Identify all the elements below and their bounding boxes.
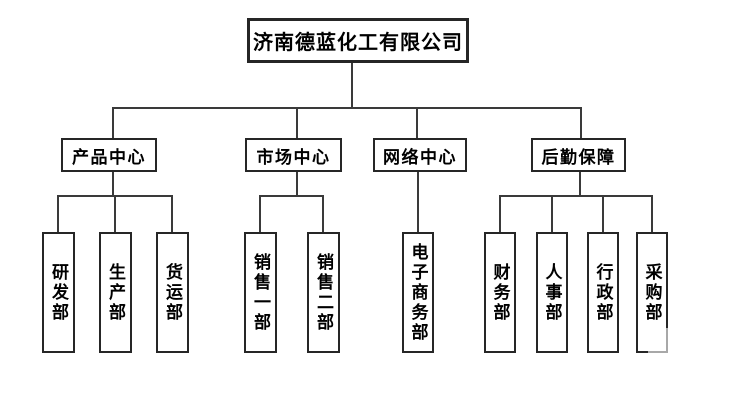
dept-box-hr: 人事部 xyxy=(536,232,568,353)
connector-line xyxy=(112,107,582,109)
dept-box-ecommerce: 电子商务部 xyxy=(402,232,434,353)
dept-box-production: 生产部 xyxy=(99,232,132,353)
center-box-logistics: 后勤保障 xyxy=(531,138,626,172)
connector-line xyxy=(112,107,114,138)
connector-line xyxy=(114,195,116,232)
connector-line xyxy=(171,195,173,232)
center-label: 市场中心 xyxy=(256,147,331,167)
dept-label: 采购部 xyxy=(642,262,662,323)
dept-label: 研发部 xyxy=(49,262,68,323)
dept-label: 人事部 xyxy=(542,262,562,323)
center-label: 网络中心 xyxy=(383,147,457,167)
center-label: 后勤保障 xyxy=(541,147,616,167)
center-box-network: 网络中心 xyxy=(373,138,467,172)
connector-line xyxy=(651,195,653,232)
dept-box-rd: 研发部 xyxy=(42,232,75,353)
connector-line xyxy=(551,195,553,232)
root-company-box: 济南德蓝化工有限公司 xyxy=(247,18,469,63)
dept-label: 货运部 xyxy=(163,262,182,323)
dept-label: 电子商务部 xyxy=(408,242,428,343)
connector-line xyxy=(499,195,501,232)
connector-line xyxy=(57,195,59,232)
dept-label: 生产部 xyxy=(106,262,125,323)
connector-line xyxy=(259,195,261,232)
dept-label: 销售一部 xyxy=(251,252,270,333)
connector-line xyxy=(602,195,604,232)
center-box-market: 市场中心 xyxy=(245,138,342,172)
connector-line xyxy=(296,172,298,195)
connector-line xyxy=(322,195,324,232)
connector-line xyxy=(259,195,324,197)
dept-label: 销售二部 xyxy=(314,252,333,333)
connector-line xyxy=(416,107,418,138)
root-company-label: 济南德蓝化工有限公司 xyxy=(253,32,463,54)
dept-box-sales-2: 销售二部 xyxy=(307,232,340,353)
dept-box-freight: 货运部 xyxy=(156,232,189,353)
center-box-product: 产品中心 xyxy=(61,138,157,172)
dept-box-finance: 财务部 xyxy=(484,232,516,353)
connector-line xyxy=(351,63,353,108)
connector-line xyxy=(580,107,582,138)
connector-line xyxy=(579,172,581,195)
connector-line xyxy=(296,107,298,138)
connector-line xyxy=(112,172,114,195)
connector-line xyxy=(499,195,653,197)
dept-box-admin: 行政部 xyxy=(587,232,619,353)
center-label: 产品中心 xyxy=(72,147,146,167)
connector-line xyxy=(417,172,419,232)
dept-label: 财务部 xyxy=(490,262,510,323)
dept-label: 行政部 xyxy=(593,262,613,323)
watermark xyxy=(648,328,678,360)
dept-box-sales-1: 销售一部 xyxy=(244,232,277,353)
